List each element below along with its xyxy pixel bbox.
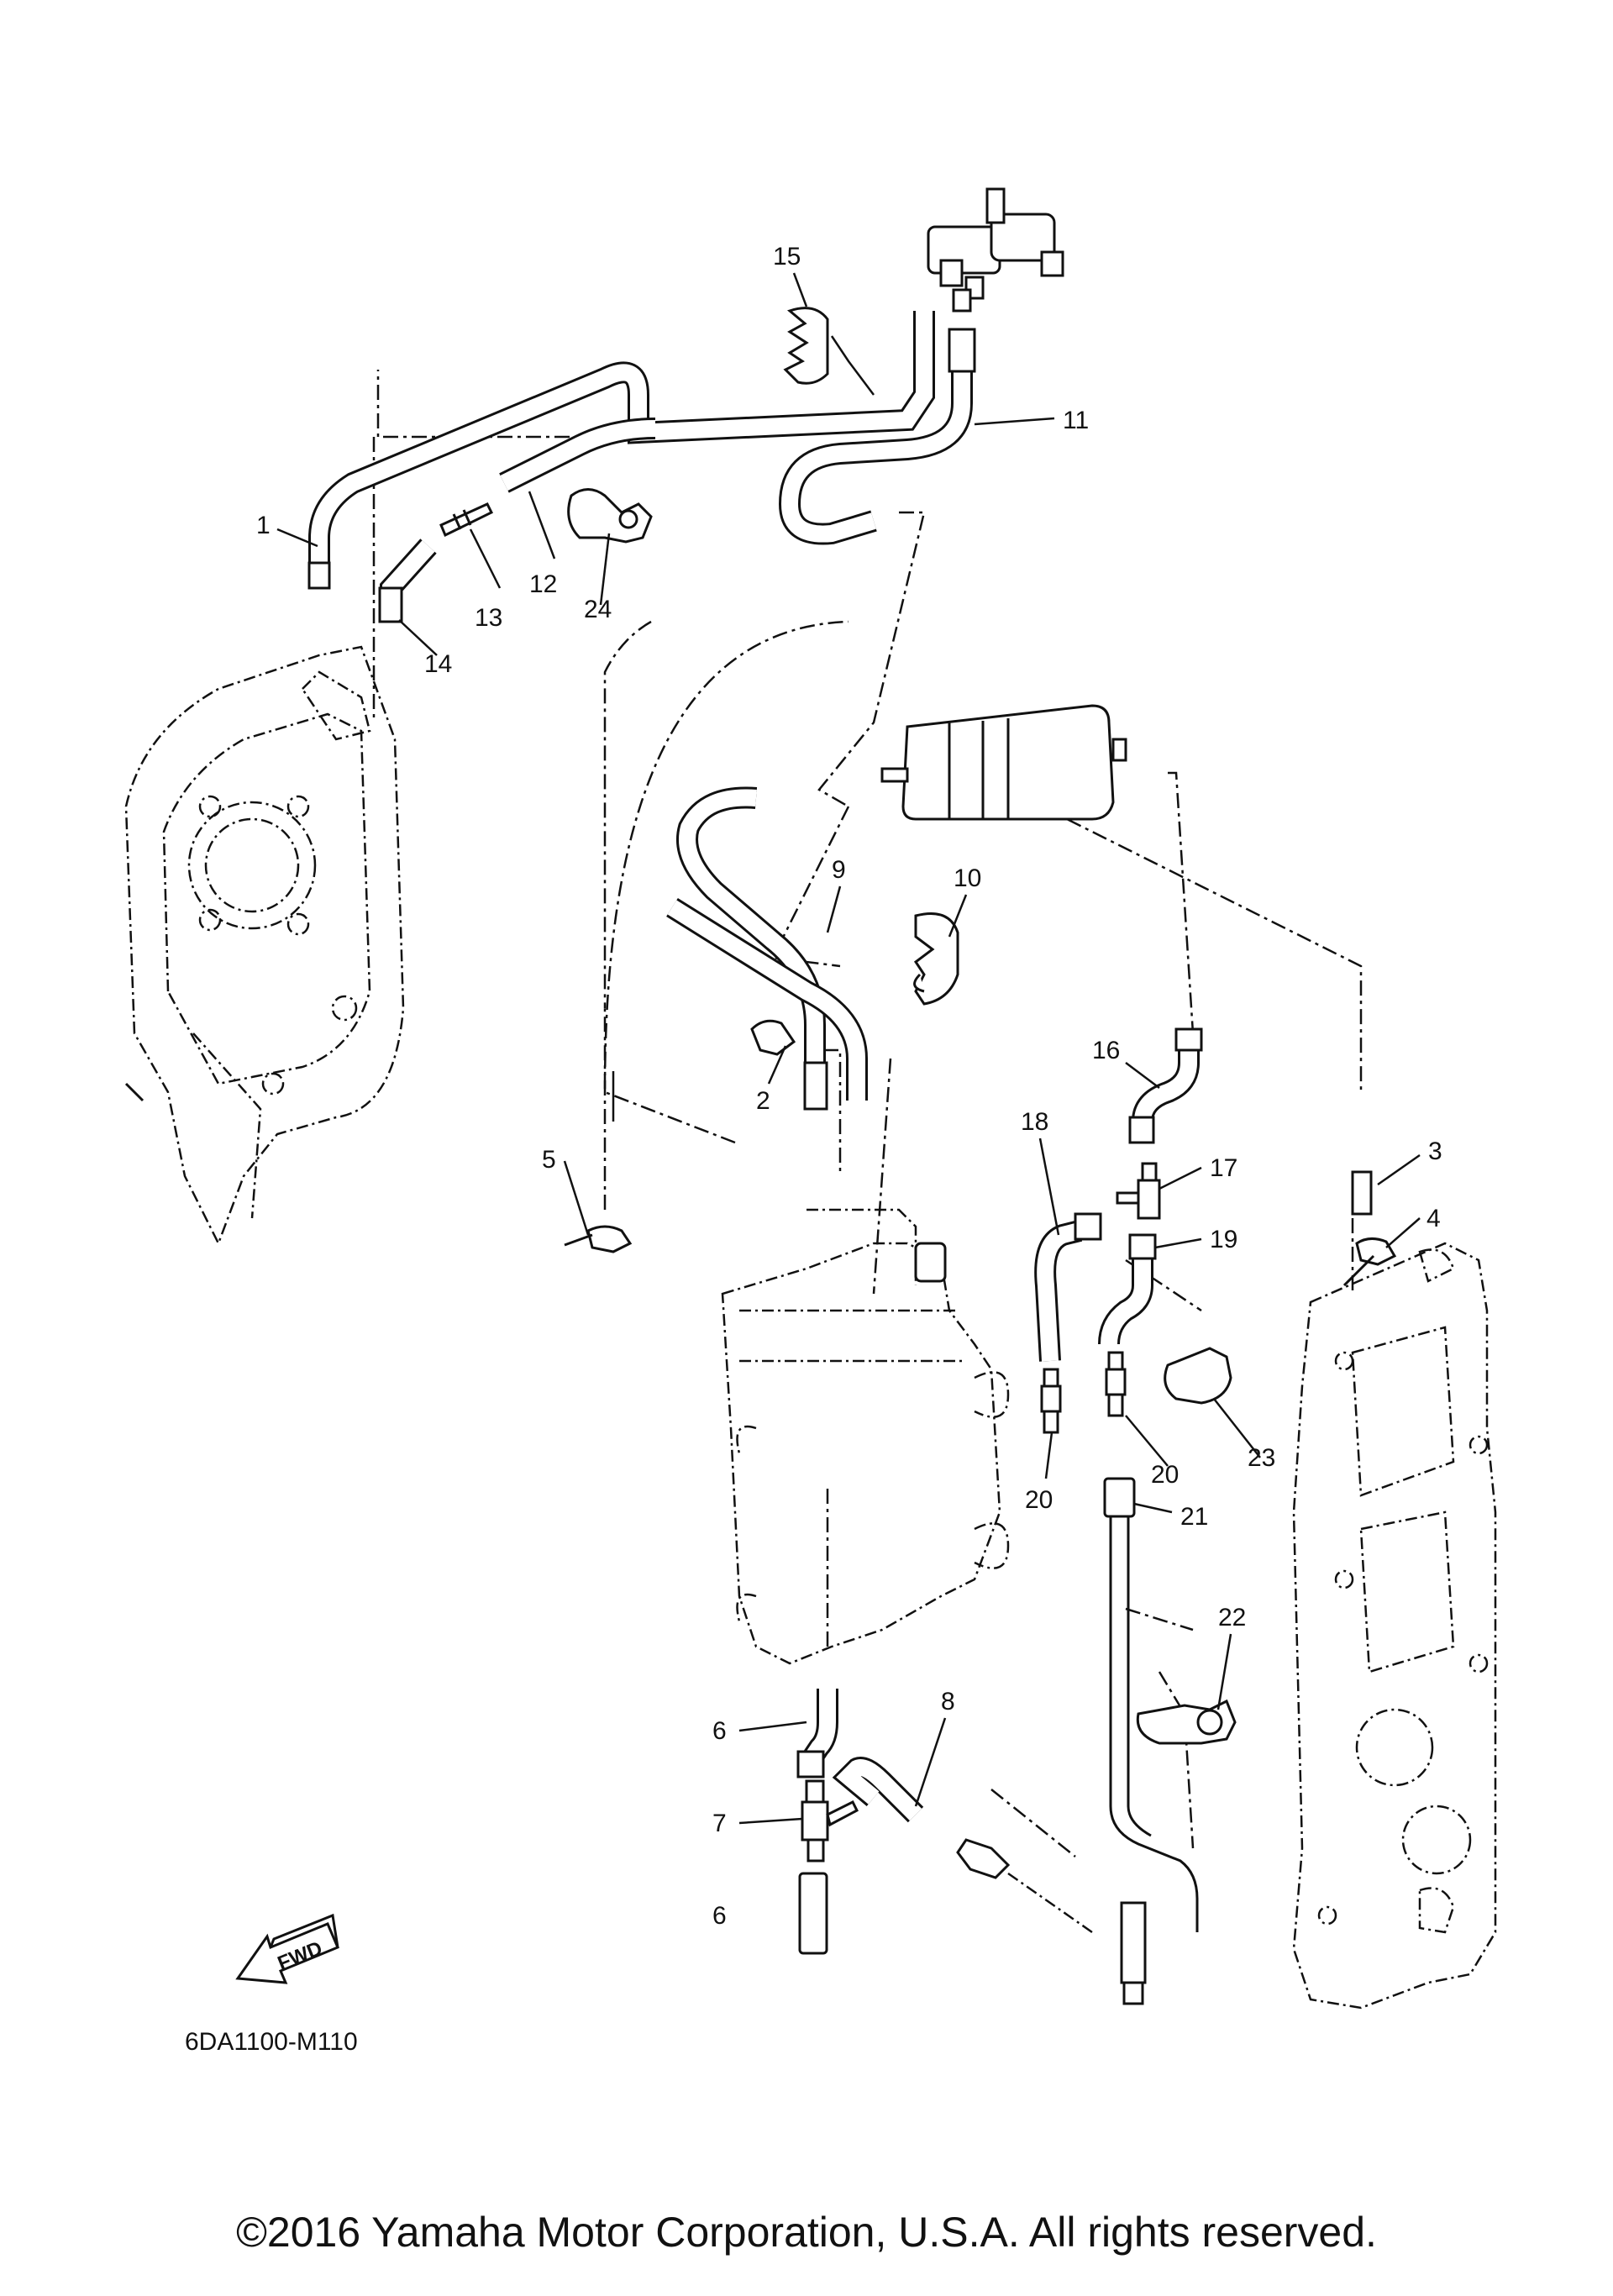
callout-10: 10 xyxy=(954,864,981,892)
callout-23: 23 xyxy=(1248,1444,1275,1472)
diagram-code: 6DA1100-M110 xyxy=(185,2028,358,2056)
hose-part-14 xyxy=(378,539,437,623)
callout-13: 13 xyxy=(475,604,502,632)
callout-6-lower: 6 xyxy=(712,1902,727,1930)
clip-part-4 xyxy=(1342,1237,1397,1287)
fitting-part-20-left xyxy=(1040,1368,1062,1434)
cylinder-block-right xyxy=(1292,1242,1497,2010)
callout-5: 5 xyxy=(542,1146,556,1174)
hose-part-8 xyxy=(832,1757,1093,1934)
vent-valve xyxy=(927,187,1064,313)
fwd-arrow-icon: FWD xyxy=(235,1913,339,1984)
hose-part-9 xyxy=(666,786,868,1111)
callout-24: 24 xyxy=(584,596,612,623)
callout-16: 16 xyxy=(1092,1037,1120,1064)
hose-part-18 xyxy=(1034,1212,1102,1362)
callout-21: 21 xyxy=(1180,1503,1208,1531)
callout-labels: 1 2 3 4 5 6 6 7 8 9 10 11 12 13 14 15 16… xyxy=(256,243,1442,1930)
callout-9: 9 xyxy=(832,856,846,884)
hose-part-6-upper xyxy=(796,1689,838,1778)
callout-8: 8 xyxy=(941,1688,955,1715)
callout-14: 14 xyxy=(424,650,452,678)
fitting-part-20-right xyxy=(1105,1351,1127,1417)
clip-part-2 xyxy=(750,1019,796,1056)
hose-part-6-lower xyxy=(798,1872,828,1955)
callout-20-right: 20 xyxy=(1151,1461,1179,1489)
leader-lines xyxy=(276,272,1421,1825)
intake-manifold-left xyxy=(124,645,405,1247)
hose-part-21 xyxy=(1103,1477,1199,2005)
clamp-part-10 xyxy=(913,912,959,1006)
callout-1: 1 xyxy=(256,512,271,539)
clip-part-15 xyxy=(783,307,875,396)
vapor-canister xyxy=(880,704,1127,821)
tee-part-7 xyxy=(801,1779,859,1863)
tee-part-17 xyxy=(1116,1162,1161,1220)
hose-part-11 xyxy=(778,328,976,545)
callout-20-left: 20 xyxy=(1025,1486,1053,1514)
clamp-part-24 xyxy=(567,488,653,544)
callout-7: 7 xyxy=(712,1810,727,1837)
callout-3: 3 xyxy=(1428,1137,1442,1165)
fitting-part-13 xyxy=(439,502,494,538)
callout-18: 18 xyxy=(1021,1108,1048,1136)
clip-part-5 xyxy=(564,1071,633,1253)
hose-part-16 xyxy=(1128,1027,1203,1144)
vapor-separator xyxy=(721,1208,1010,1665)
callout-15: 15 xyxy=(773,243,801,271)
routing-lines xyxy=(372,370,1363,1857)
copyright-text: ©2016 Yamaha Motor Corporation, U.S.A. A… xyxy=(236,2209,1377,2256)
hose-part-19 xyxy=(1098,1233,1157,1345)
callout-17: 17 xyxy=(1210,1154,1237,1182)
clamp-part-23 xyxy=(1164,1347,1232,1405)
callout-6-upper: 6 xyxy=(712,1717,727,1745)
hose-part-3 xyxy=(1351,1170,1373,1216)
callout-11: 11 xyxy=(1063,407,1089,434)
hose-part-12 xyxy=(499,418,656,493)
callout-19: 19 xyxy=(1210,1226,1237,1253)
callout-2: 2 xyxy=(756,1087,770,1115)
clamp-part-22 xyxy=(1136,1699,1237,1745)
hose-part-1 xyxy=(307,311,935,590)
callout-4: 4 xyxy=(1426,1205,1441,1232)
callout-12: 12 xyxy=(529,570,557,598)
callout-22: 22 xyxy=(1218,1604,1246,1631)
